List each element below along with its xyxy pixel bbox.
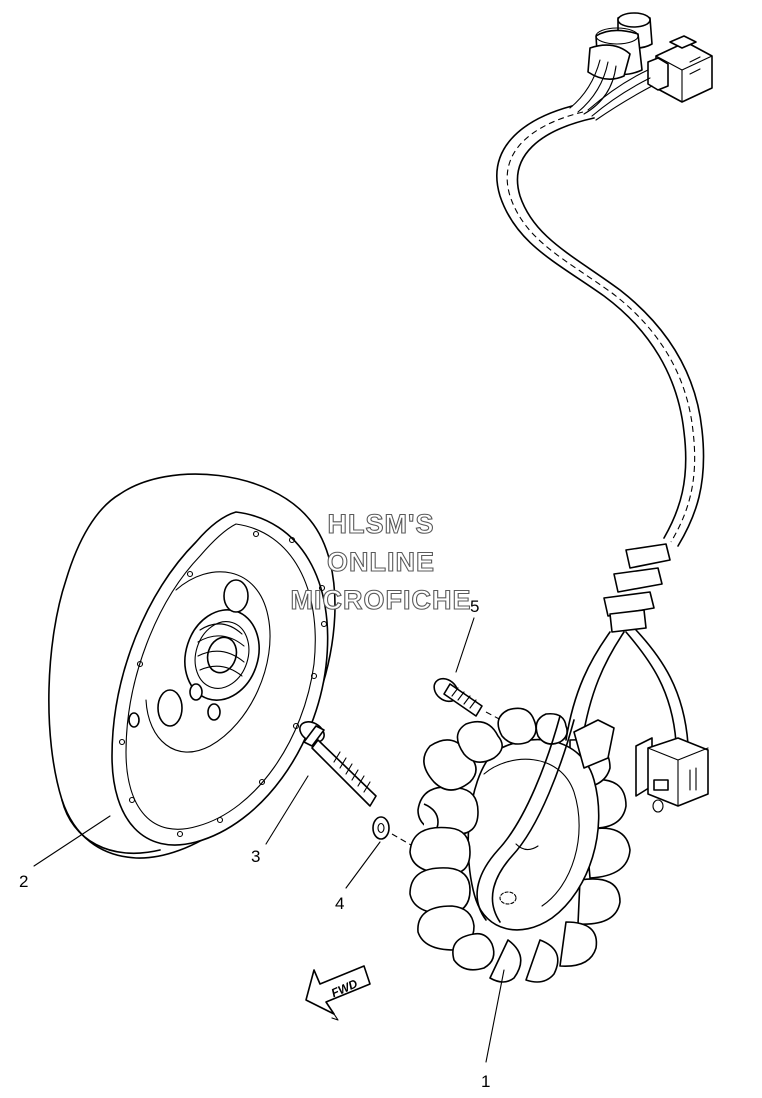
stator-assembly (409, 707, 631, 983)
round-connector (587, 12, 653, 80)
watermark: HLSM'S ONLINE MICROFICHE (290, 508, 472, 615)
callout-4: 4 (335, 894, 344, 913)
fwd-arrow: FWD (305, 965, 371, 1021)
callout-3: 3 (251, 847, 260, 866)
watermark-line-1: HLSM'S (328, 509, 435, 539)
leader-lines (33, 617, 505, 1063)
watermark-line-2: ONLINE (327, 547, 435, 577)
washer (372, 816, 390, 840)
wire-harness (496, 12, 713, 813)
rect-connector (647, 35, 713, 103)
bolt (299, 721, 377, 807)
rotor-flywheel (48, 473, 336, 859)
rim-holes (118, 530, 328, 838)
callout-1: 1 (481, 1072, 490, 1091)
callout-5: 5 (470, 597, 479, 616)
screw (433, 677, 483, 717)
callout-2: 2 (19, 872, 28, 891)
side-connector (635, 737, 709, 813)
watermark-line-3: MICROFICHE (291, 585, 472, 615)
callout-labels: 1 2 3 4 5 (19, 597, 490, 1091)
